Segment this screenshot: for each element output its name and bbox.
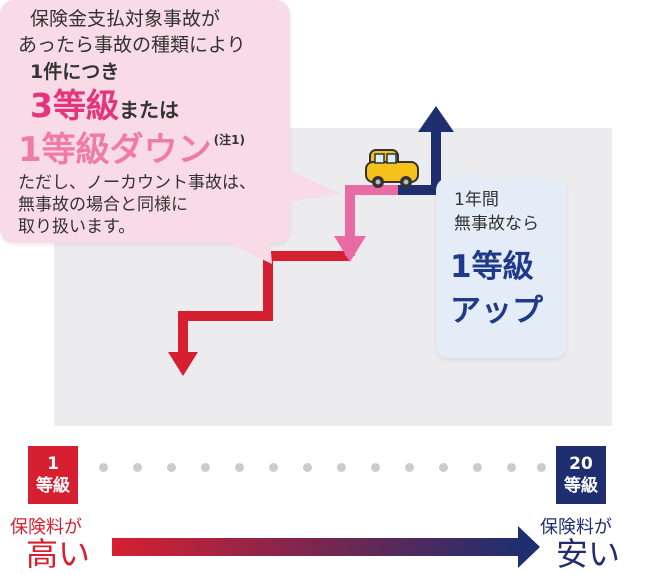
- upgrade-callout-pointer: [450, 164, 490, 182]
- note-marker: (注1): [213, 133, 245, 147]
- navy-up-arrow: [418, 106, 454, 132]
- callout-three-grade: 3等級または: [30, 86, 179, 130]
- three-grade-text: 3等級: [30, 86, 119, 125]
- downgrade-callout: 保険金支払対象事故が あったら事故の種類により 1件につき 3等級または 1等級…: [0, 0, 340, 264]
- or-text: または: [118, 98, 179, 122]
- grade-20-unit: 等級: [564, 476, 598, 496]
- upgrade-text-line1: 1年間: [454, 190, 499, 210]
- grade-20-number: 20: [569, 454, 593, 474]
- high-premium-label: 保険料が: [10, 517, 82, 538]
- car-icon: [365, 149, 419, 188]
- pink-stair-line: [345, 185, 398, 256]
- grade-1-box: 1 等級: [28, 446, 78, 504]
- scale-dot: [473, 463, 482, 472]
- upgrade-callout: 1年間 無事故なら 1等級 アップ: [436, 178, 566, 358]
- callout-text-line6: ただし、ノーカウント事故は、: [18, 173, 256, 193]
- grade-20-box: 20 等級: [556, 446, 606, 504]
- scale-dot: [167, 463, 176, 472]
- upgrade-text-line4: アップ: [450, 293, 543, 329]
- callout-text-line2: あったら事故の種類により: [18, 34, 246, 56]
- one-grade-down-text: 1等級ダウン: [18, 130, 212, 170]
- scale-dot: [269, 463, 278, 472]
- grade-1-unit: 等級: [36, 476, 70, 496]
- callout-text-line3: 1件につき: [30, 61, 120, 83]
- upgrade-text-line2: 無事故なら: [454, 214, 539, 234]
- pink-down-arrow: [334, 236, 366, 262]
- callout-text-line8: 取り扱います。: [18, 217, 136, 237]
- grade-1-number: 1: [47, 454, 59, 474]
- callout-text-line1: 保険金支払対象事故が: [30, 8, 221, 30]
- low-premium-value: 安い: [556, 535, 621, 573]
- scale-dot: [507, 463, 516, 472]
- scale-dot: [371, 463, 380, 472]
- premium-gradient-bar: [112, 538, 520, 556]
- premium-arrow-head: [518, 526, 540, 568]
- scale-dot: [405, 463, 414, 472]
- scale-dot: [439, 463, 448, 472]
- upgrade-text-line3: 1等級: [450, 249, 534, 285]
- scale-dot: [133, 463, 142, 472]
- callout-one-grade-down: 1等級ダウン(注1): [18, 128, 245, 172]
- scale-dot: [201, 463, 210, 472]
- high-premium-value: 高い: [26, 535, 91, 573]
- scale-dot: [235, 463, 244, 472]
- red-down-arrow: [168, 352, 198, 376]
- callout-text-line7: 無事故の場合と同様に: [18, 195, 188, 215]
- scale-dot: [337, 463, 346, 472]
- scale-dot: [537, 463, 546, 472]
- scale-dot: [303, 463, 312, 472]
- low-premium-label: 保険料が: [540, 517, 612, 538]
- red-stair-line: [178, 251, 350, 356]
- scale-dot: [99, 463, 108, 472]
